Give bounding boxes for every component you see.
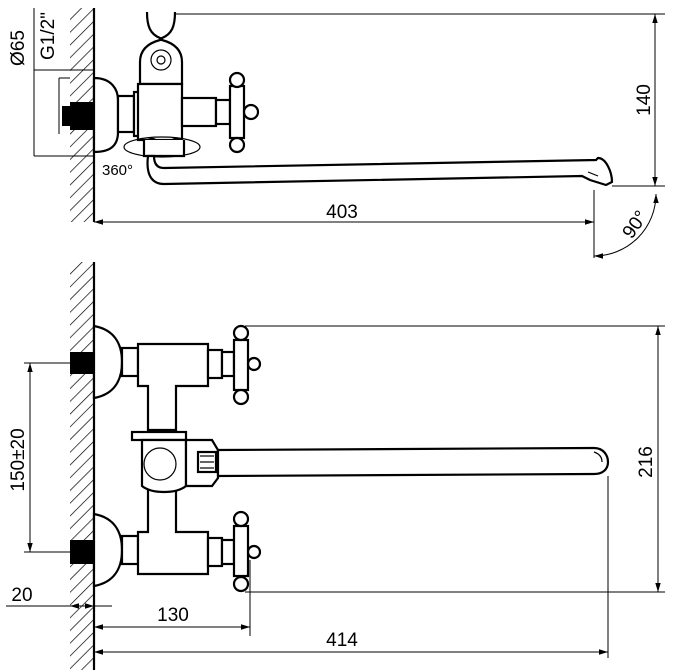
lower-inlet-front: [70, 540, 94, 564]
spout-top: [146, 154, 614, 187]
spout-front: [216, 446, 610, 478]
front-view: 216 150±20 20 130 414: [6, 262, 665, 670]
escutcheon-top: [92, 76, 120, 154]
upper-inlet-front: [70, 352, 94, 374]
spacing-label: 150±20: [8, 428, 29, 491]
upper-valve-body: [136, 342, 210, 432]
angle-arc: [593, 193, 659, 259]
height-140-label: 140: [634, 84, 655, 116]
diverter-plate: [130, 430, 188, 442]
inlet-pipe-top: [70, 102, 94, 130]
diameter-label: Ø65: [8, 30, 29, 66]
lower-escutcheon: [92, 512, 124, 588]
rotation-label: 360°: [102, 162, 133, 179]
upper-escutcheon: [92, 324, 124, 400]
length-414-label: 414: [326, 630, 358, 651]
wall-front: [70, 262, 94, 670]
length-403-label: 403: [326, 202, 358, 223]
shower-holder-top: [138, 11, 184, 86]
top-view: 140 Ø65 G1/2" 360° 403 90°: [8, 8, 665, 259]
angle-label: 90°: [619, 207, 653, 243]
offset-20-label: 20: [11, 585, 32, 606]
thread-label: G1/2": [38, 12, 59, 60]
lower-valve-body: [136, 478, 210, 576]
valve-body-top: [136, 82, 184, 142]
depth-130-label: 130: [157, 605, 189, 626]
cross-handle-top: [228, 71, 260, 154]
upper-cross-handle: [220, 324, 262, 406]
diverter-body: [140, 438, 188, 494]
lower-cross-handle: [220, 510, 262, 593]
height-216-label: 216: [636, 446, 657, 478]
